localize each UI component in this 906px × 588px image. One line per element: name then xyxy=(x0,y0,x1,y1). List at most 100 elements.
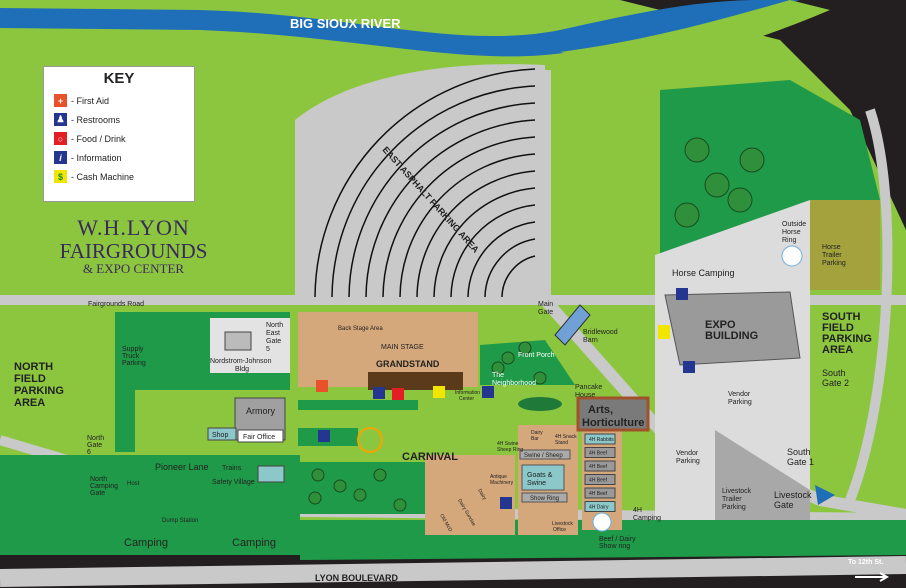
ferris-wheel-icon xyxy=(357,427,383,453)
svg-text:Neighborhood: Neighborhood xyxy=(492,380,536,387)
camping-label-2: Camping xyxy=(232,537,276,549)
arts-horticulture-building[interactable] xyxy=(576,396,650,432)
food-drink-icon: ○ xyxy=(54,132,67,145)
svg-text:4H Swine: 4H Swine xyxy=(497,441,519,447)
svg-text:Horse: Horse xyxy=(782,229,801,236)
map-key: KEY +- First Aid ♟- Restrooms ○- Food / … xyxy=(43,66,195,202)
svg-text:Machinery: Machinery xyxy=(490,480,514,486)
cow-icon xyxy=(592,512,612,532)
svg-text:Camping: Camping xyxy=(90,483,118,490)
information-icon: i xyxy=(54,151,67,164)
parking-row xyxy=(433,187,536,298)
svg-text:Bridlewood: Bridlewood xyxy=(583,329,618,336)
svg-text:Camping: Camping xyxy=(633,515,661,522)
tree-icon xyxy=(533,371,547,385)
dairy-label: Dairy xyxy=(476,488,487,502)
expo-building[interactable] xyxy=(664,291,801,366)
svg-text:North: North xyxy=(90,476,107,483)
arts-label-2: Horticulture xyxy=(582,417,644,429)
nordstrom-building[interactable] xyxy=(224,331,252,351)
logo: W.H.LYON FAIRGROUNDS & EXPO CENTER xyxy=(46,215,221,277)
barn-4h-label: 4H Beef xyxy=(589,464,608,470)
information-icon[interactable] xyxy=(482,386,494,398)
svg-text:Nordstrom-Johnson: Nordstrom-Johnson xyxy=(210,358,272,365)
restrooms-icon[interactable] xyxy=(676,288,688,300)
barn-4h[interactable]: 4H Dairy xyxy=(584,501,616,512)
bridlewood-barn[interactable] xyxy=(554,304,591,346)
front-porch-label: Front Porch xyxy=(518,352,555,359)
svg-text:Sheep Ring: Sheep Ring xyxy=(497,447,523,453)
logo-line-3: & EXPO CENTER xyxy=(82,261,185,276)
first-aid-icon: + xyxy=(54,94,67,107)
restrooms-icon[interactable] xyxy=(318,430,330,442)
svg-text:Livestock: Livestock xyxy=(722,488,752,495)
svg-text:Gate: Gate xyxy=(87,442,102,449)
tree-icon xyxy=(491,361,505,375)
big-sioux-river xyxy=(0,0,800,57)
food-drink-icon[interactable] xyxy=(392,388,404,400)
tree-icon xyxy=(727,187,753,213)
shop-building[interactable] xyxy=(207,427,237,441)
svg-text:Parking: Parking xyxy=(676,458,700,465)
tree-icon xyxy=(704,172,730,198)
tree-icon xyxy=(501,351,515,365)
parking-row xyxy=(484,238,536,298)
swine-sheep-barn[interactable] xyxy=(519,449,571,460)
horse-trailer-parking xyxy=(810,200,880,290)
goats-swine-barn[interactable] xyxy=(521,464,565,491)
offsite-area xyxy=(620,0,906,230)
arrow-right-icon xyxy=(855,572,890,582)
svg-text:NORTH: NORTH xyxy=(14,361,53,373)
restrooms-icon[interactable] xyxy=(373,387,385,399)
barn-4h[interactable]: 4H Rabbits xyxy=(584,433,616,445)
logo-line-1: W.H.LYON xyxy=(77,215,190,240)
arts-label-1: Arts, xyxy=(588,404,613,416)
barn-4h[interactable]: 4H Beef xyxy=(584,474,616,485)
river-label: BIG SIOUX RIVER xyxy=(290,16,401,31)
svg-text:Main: Main xyxy=(538,301,553,308)
carnival-label: CARNIVAL xyxy=(402,451,458,463)
svg-text:PARKING: PARKING xyxy=(14,385,64,397)
horse-icon xyxy=(781,245,803,267)
barn-4h[interactable]: 4H Beef xyxy=(584,447,616,458)
svg-text:Truck: Truck xyxy=(122,353,140,360)
restrooms-icon[interactable] xyxy=(500,497,512,509)
svg-text:Gate 2: Gate 2 xyxy=(822,378,849,388)
svg-text:5: 5 xyxy=(266,346,270,353)
to-12th-st-label[interactable]: To 12th St. xyxy=(848,559,883,566)
restrooms-icon[interactable] xyxy=(683,361,695,373)
safety-village-building[interactable] xyxy=(257,465,285,483)
svg-text:South: South xyxy=(822,368,846,378)
tree-icon xyxy=(353,488,367,502)
atm-icon[interactable] xyxy=(433,386,445,398)
atm-icon[interactable] xyxy=(658,325,670,339)
parking-row xyxy=(331,85,536,298)
svg-text:FIELD: FIELD xyxy=(822,322,854,334)
barn-4h[interactable]: 4H Beef xyxy=(584,460,616,472)
expo-label-2: BUILDING xyxy=(705,330,758,342)
barn-4h[interactable]: 4H Beef xyxy=(584,487,616,499)
show-ring[interactable] xyxy=(521,492,568,503)
svg-text:Outside: Outside xyxy=(782,221,806,228)
parking-row xyxy=(314,68,536,298)
svg-text:Stand: Stand xyxy=(555,440,568,446)
parking-rows xyxy=(314,68,536,298)
fair-office[interactable] xyxy=(237,429,284,443)
svg-text:Barn: Barn xyxy=(583,337,598,344)
svg-text:Gate: Gate xyxy=(538,309,553,316)
svg-text:Center: Center xyxy=(459,396,474,402)
vendor-parking-area xyxy=(655,200,810,530)
grandstand-building[interactable] xyxy=(368,372,463,390)
swine-sheep-label: Swine / Sheep xyxy=(524,453,563,459)
livestock-gate-marker xyxy=(815,485,835,505)
first-aid-icon[interactable] xyxy=(316,380,328,392)
shop-label: Shop xyxy=(212,432,228,439)
